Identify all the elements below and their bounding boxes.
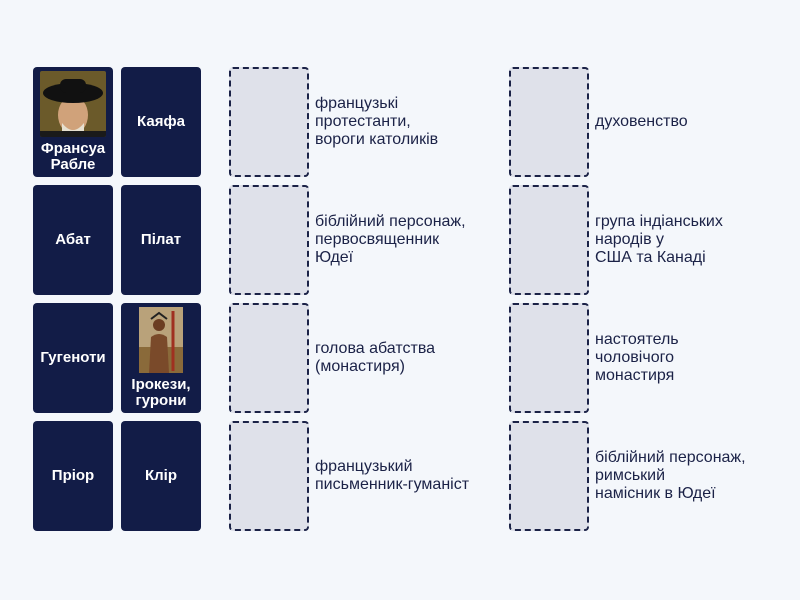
drop-slot[interactable] <box>229 303 309 413</box>
card-pilat[interactable]: Пілат <box>121 185 201 295</box>
description: настоятель чоловічого монастиря <box>595 331 679 384</box>
drop-slot[interactable] <box>229 67 309 177</box>
card-prior[interactable]: Пріор <box>33 421 113 531</box>
drop-slot[interactable] <box>509 303 589 413</box>
card-huguenots[interactable]: Гугеноти <box>33 303 113 413</box>
card-label: Абат <box>55 231 91 248</box>
drop-slot[interactable] <box>509 185 589 295</box>
rabelais-portrait-image <box>40 71 106 137</box>
card-label: Гугеноти <box>40 349 106 366</box>
card-label: Каяфа <box>137 113 185 130</box>
description: духовенство <box>595 113 688 130</box>
card-label: Пілат <box>140 231 182 248</box>
drop-slot[interactable] <box>509 421 589 531</box>
description: голова абатства (монастиря) <box>315 340 436 375</box>
iroquois-image <box>139 307 183 373</box>
card-label: Пріор <box>51 467 95 484</box>
drop-slot[interactable] <box>509 67 589 177</box>
description: французький письменник-гуманіст <box>315 458 470 493</box>
description: біблійний персонаж, римський намісник в … <box>595 449 746 502</box>
card-kaiafa[interactable]: Каяфа <box>121 67 201 177</box>
drop-slot[interactable] <box>229 421 309 531</box>
card-iroquois[interactable]: Ірокези, гурони <box>121 303 201 413</box>
drop-slot[interactable] <box>229 185 309 295</box>
card-label: Клір <box>144 467 177 484</box>
card-label: Ірокези, гурони <box>131 376 191 409</box>
card-klir[interactable]: Клір <box>121 421 201 531</box>
description: французькі протестанти, вороги католиків <box>315 95 439 148</box>
description: група індіанських народів у США та Канад… <box>595 213 723 266</box>
description: біблійний персонаж, первосвященник Юдеї <box>315 213 466 266</box>
card-francois-rabelais[interactable]: Франсуа Рабле <box>33 67 113 177</box>
card-abat[interactable]: Абат <box>33 185 113 295</box>
card-label: Франсуа Рабле <box>40 140 106 173</box>
